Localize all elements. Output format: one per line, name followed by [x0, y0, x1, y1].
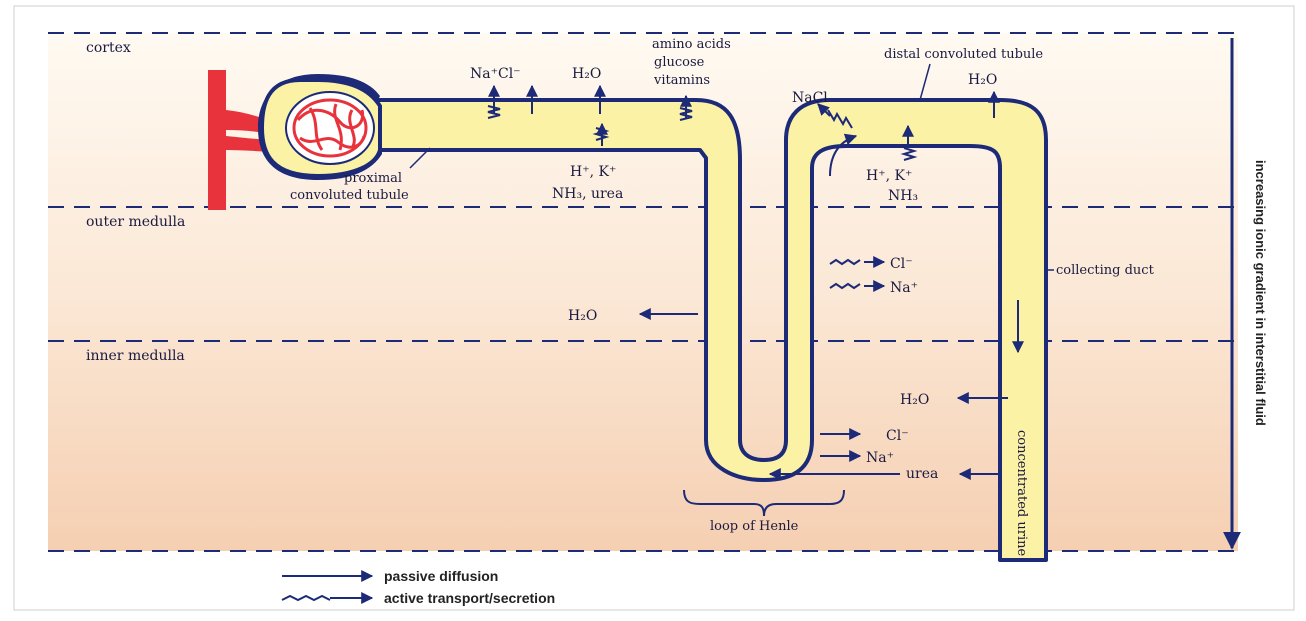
- collecting-duct-label: collecting duct: [1056, 263, 1155, 278]
- bowmans-capsule: [258, 74, 382, 180]
- na-outer-label: Na⁺: [890, 280, 918, 296]
- urea-label: urea: [906, 466, 938, 482]
- h2o-top-label: H₂O: [572, 66, 601, 82]
- concentrated-urine-label: concentrated urine: [1014, 430, 1029, 557]
- h-k-label-dct: H⁺, K⁺: [866, 168, 912, 184]
- glomerulus-space: [286, 92, 374, 164]
- h-k-label-pct: H⁺, K⁺: [570, 164, 616, 180]
- h2o-dct-label: H₂O: [968, 72, 997, 88]
- zone-cortex-label: cortex: [86, 40, 131, 56]
- nh3-urea-label: NH₃, urea: [552, 186, 623, 202]
- loop-of-henle-label: loop of Henle: [710, 519, 799, 534]
- nacl-label: NaCl: [792, 90, 828, 106]
- zone-inner-medulla-label: inner medulla: [86, 348, 185, 364]
- vitamins-label: vitamins: [653, 73, 710, 88]
- legend-active-label: active transport/secretion: [384, 590, 555, 606]
- na-inner-label: Na⁺: [866, 450, 894, 466]
- h2o-descending-label: H₂O: [568, 308, 597, 324]
- na-cl-label: Na⁺Cl⁻: [470, 66, 521, 82]
- amino-acids-label: amino acids: [652, 37, 731, 52]
- zone-outer-medulla-label: outer medulla: [86, 214, 185, 230]
- proximal-label-line2: convoluted tubule: [290, 188, 409, 203]
- gradient-label: increasing ionic gradient in interstitia…: [1253, 160, 1268, 426]
- glucose-label: glucose: [654, 55, 705, 70]
- h2o-cd-label: H₂O: [900, 392, 929, 408]
- dct-label: distal convoluted tubule: [884, 47, 1043, 62]
- cl-outer-label: Cl⁻: [890, 256, 913, 272]
- proximal-label-line1: proximal: [344, 171, 402, 186]
- nh3-label: NH₃: [888, 188, 918, 204]
- cl-inner-label: Cl⁻: [886, 428, 909, 444]
- legend-passive-label: passive diffusion: [384, 568, 498, 584]
